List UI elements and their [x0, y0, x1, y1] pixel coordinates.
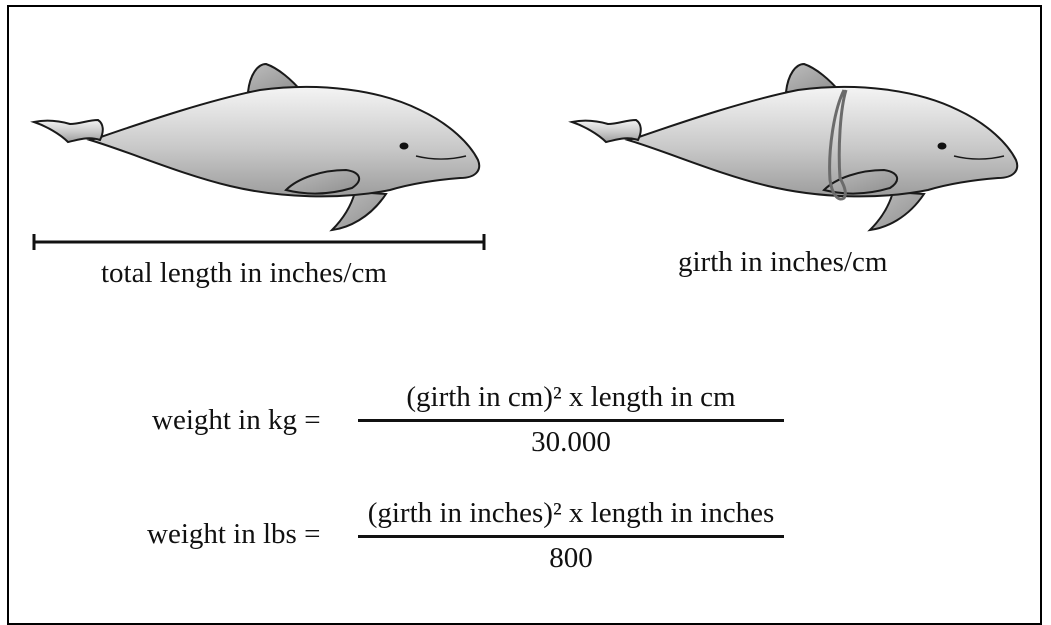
kg-formula-label: weight in kg = — [152, 406, 321, 435]
dolphin-girth-illustration — [568, 60, 1038, 240]
dolphin-body — [90, 87, 479, 196]
dolphin-body — [628, 87, 1017, 196]
lbs-formula-label: weight in lbs = — [147, 520, 320, 549]
tail-fluke — [572, 120, 641, 142]
lbs-formula-denominator: 800 — [549, 544, 593, 573]
length-caption: total length in inches/cm — [101, 259, 387, 288]
kg-formula-numerator: (girth in cm)² x length in cm — [406, 383, 735, 412]
pectoral-fin-lower — [870, 192, 924, 230]
kg-formula-fraction-bar — [358, 419, 784, 422]
girth-caption: girth in inches/cm — [678, 248, 887, 277]
kg-formula-denominator: 30.000 — [531, 428, 611, 457]
dolphin-eye — [938, 143, 947, 150]
lbs-formula-numerator: (girth in inches)² x length in inches — [368, 499, 775, 528]
lbs-formula-fraction: (girth in inches)² x length in inches 80… — [358, 499, 784, 573]
dolphin-eye — [400, 143, 409, 150]
pectoral-fin-lower — [332, 192, 386, 230]
lbs-formula-fraction-bar — [358, 535, 784, 538]
tail-fluke — [34, 120, 103, 142]
dolphin-length-illustration — [30, 60, 500, 260]
kg-formula-fraction: (girth in cm)² x length in cm 30.000 — [358, 383, 784, 457]
